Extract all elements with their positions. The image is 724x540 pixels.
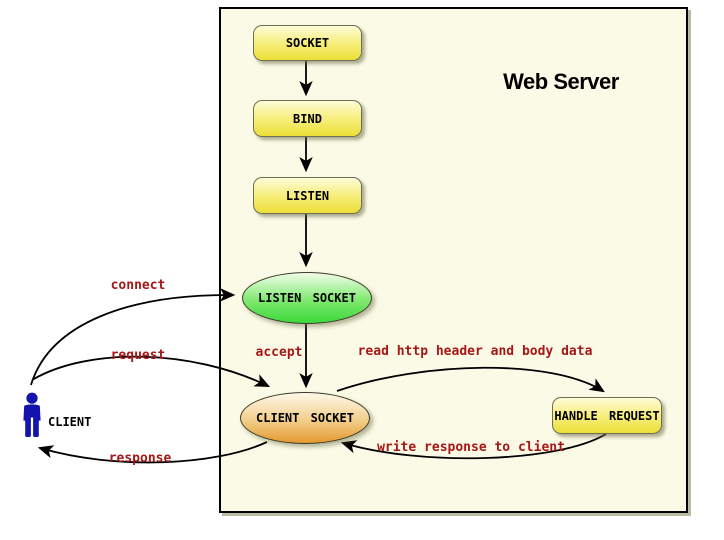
node-bind: BIND xyxy=(253,100,362,137)
arrow-connect-client-to-listen-socket xyxy=(30,288,236,386)
node-handle-request: HANDLE REQUEST xyxy=(552,397,662,434)
web-server-title: Web Server xyxy=(503,69,619,94)
edge-label-read-http: read http header and body data xyxy=(357,344,593,359)
client-actor-label: CLIENT xyxy=(48,415,92,429)
edge-label-write-response: write response to client xyxy=(377,440,565,455)
edge-label-request: request xyxy=(110,348,166,363)
node-client-socket: CLIENT SOCKET xyxy=(240,392,370,444)
edge-label-accept: accept xyxy=(255,345,303,360)
node-listen: LISTEN xyxy=(253,177,362,214)
node-socket: SOCKET xyxy=(253,25,362,61)
edge-label-response: response xyxy=(108,451,172,466)
client-person-icon xyxy=(23,392,41,437)
edge-label-connect: connect xyxy=(110,278,166,293)
node-listen-socket: LISTEN SOCKET xyxy=(242,272,372,324)
